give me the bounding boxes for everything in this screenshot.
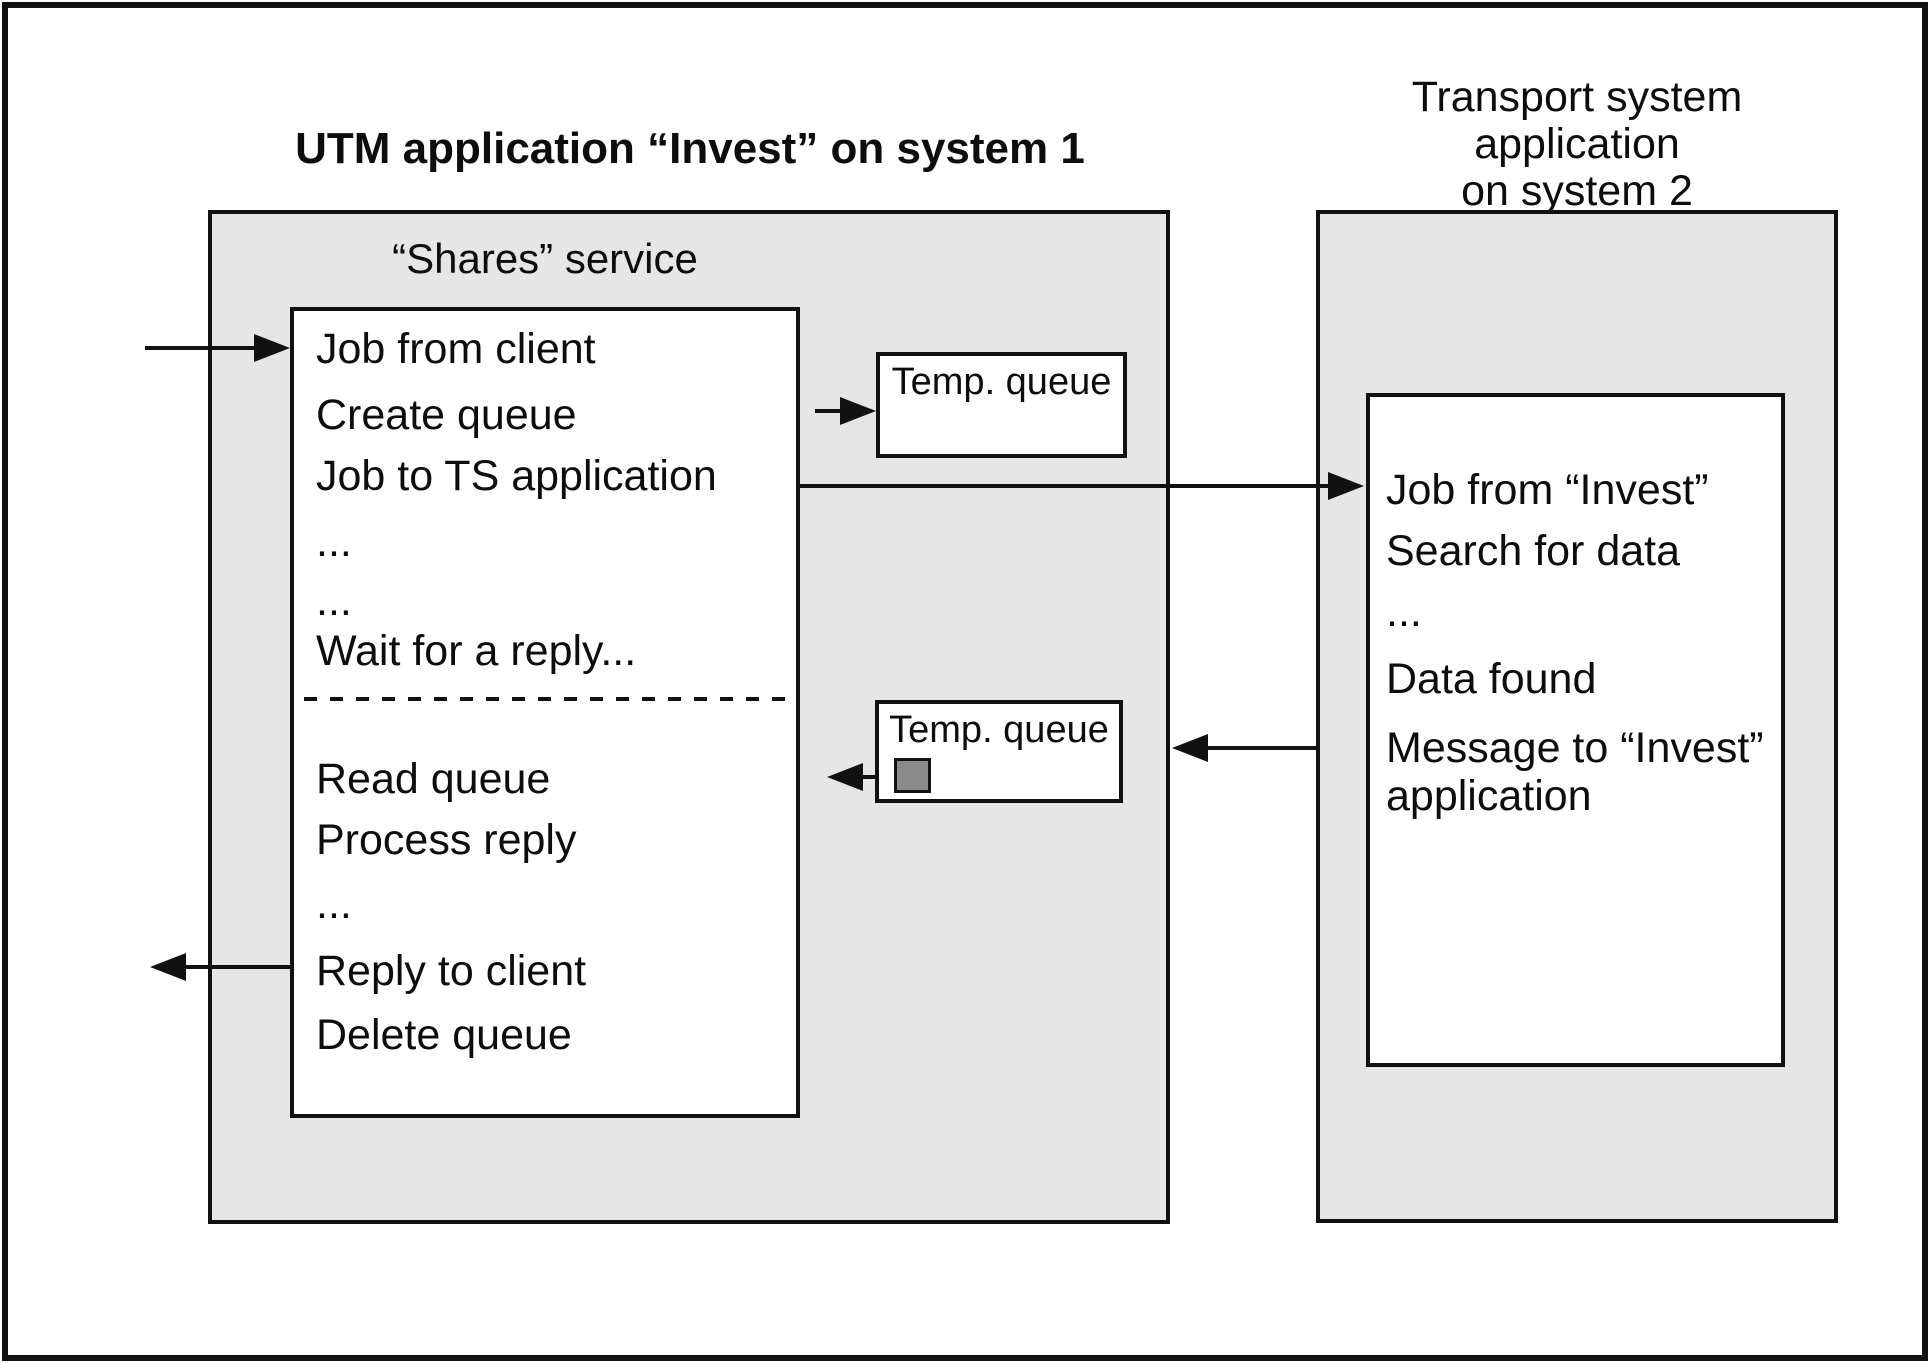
- title-transport-system: Transport system application on system 2: [1316, 74, 1838, 215]
- step-wait-for-reply: Wait for a reply...: [316, 627, 637, 675]
- step-ellipsis-3: ...: [316, 880, 352, 928]
- step-job-to-ts-application: Job to TS application: [316, 452, 717, 500]
- step-job-from-client: Job from client: [316, 325, 596, 373]
- title-utm-application: UTM application “Invest” on system 1: [295, 124, 1085, 173]
- title-transport-system-line2: on system 2: [1461, 167, 1693, 215]
- step-data-found: Data found: [1386, 655, 1597, 703]
- step-ellipsis-2: ...: [316, 577, 352, 625]
- temp-queue-box-top: Temp. queue: [876, 352, 1127, 458]
- temp-queue-box-bottom: Temp. queue: [875, 700, 1123, 803]
- step-search-for-data: Search for data: [1386, 527, 1681, 575]
- step-ellipsis-right: ...: [1386, 588, 1422, 636]
- shares-service-box: Job from client Create queue Job to TS a…: [290, 307, 800, 1118]
- step-create-queue: Create queue: [316, 391, 577, 439]
- step-ellipsis-1: ...: [316, 518, 352, 566]
- wait-divider-dashed-line: [304, 697, 794, 701]
- step-message-to-invest: Message to “Invest” application: [1386, 724, 1764, 820]
- step-delete-queue: Delete queue: [316, 1011, 572, 1059]
- shares-service-label: “Shares” service: [392, 235, 698, 282]
- temp-queue-top-label: Temp. queue: [891, 361, 1112, 403]
- temp-queue-bottom-label: Temp. queue: [889, 709, 1109, 751]
- queue-message-square-icon: [894, 758, 931, 793]
- step-read-queue: Read queue: [316, 755, 551, 803]
- step-job-from-invest: Job from “Invest”: [1386, 466, 1709, 514]
- step-reply-to-client: Reply to client: [316, 947, 587, 995]
- ts-application-box: Job from “Invest” Search for data ... Da…: [1366, 393, 1785, 1067]
- step-process-reply: Process reply: [316, 816, 577, 864]
- title-transport-system-line1: Transport system application: [1411, 73, 1743, 168]
